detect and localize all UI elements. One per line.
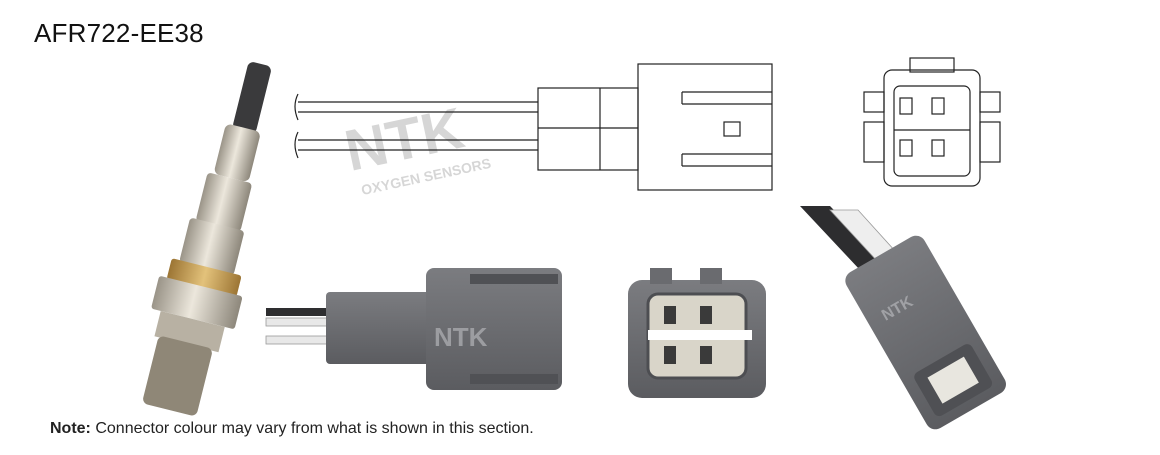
connector-face-drawing [863, 57, 1001, 187]
connector-colour-note: Note: Connector colour may vary from wha… [50, 420, 534, 438]
sensor-body [179, 218, 244, 275]
sensor-body-upper [196, 173, 252, 232]
connector-angle-photo: NTK [800, 206, 1006, 430]
sensor-hex-nut [151, 276, 243, 329]
sensor-cable [233, 62, 271, 134]
sensor-brass-ring [167, 258, 242, 297]
note-text: Connector colour may vary from what is s… [95, 420, 534, 437]
ntk-watermark: NTK OXYGEN SENSORS [339, 95, 492, 198]
note-label: Note: [50, 420, 91, 437]
connector-face-photo [628, 268, 766, 398]
connector-side-drawing [294, 63, 773, 191]
sensor-boot [214, 124, 260, 182]
sensor-thread [154, 311, 225, 353]
connector-side-brand: NTK [434, 322, 488, 352]
connector-side-photo: NTK [265, 268, 562, 390]
oxygen-sensor-photo [143, 62, 271, 416]
sensor-tip [143, 336, 212, 416]
part-number-title: AFR722-EE38 [34, 18, 204, 48]
